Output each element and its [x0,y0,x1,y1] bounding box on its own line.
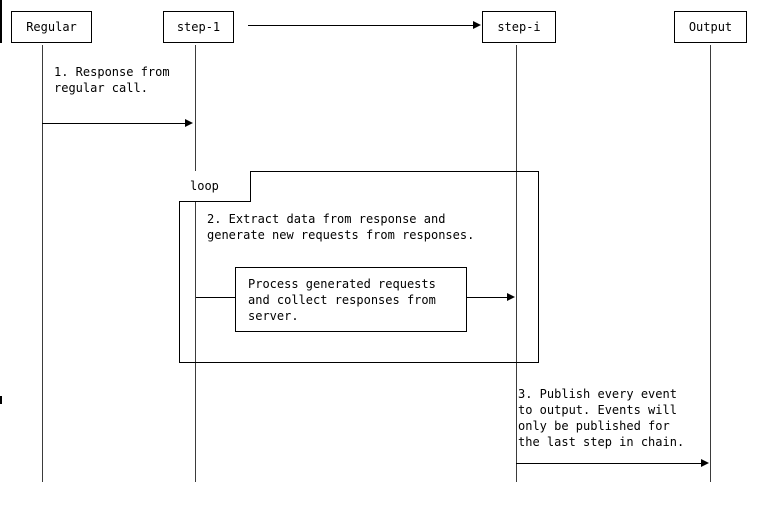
message-response-from-regular-line [42,123,186,124]
message-process-requests-arrowhead [507,293,515,301]
page-edge-top [0,0,2,43]
message-extract-data-label: 2. Extract data from response and genera… [207,212,475,242]
lifeline-output [710,45,711,482]
message-process-requests-label: Process generated requests and collect r… [248,277,436,323]
message-publish-events-label: 3. Publish every event to output. Events… [518,387,685,449]
participant-regular[interactable]: Regular [11,11,92,43]
loop-fragment-frame [179,171,539,363]
message-response-from-regular-label: 1. Response from regular call. [54,65,170,95]
loop-fragment-tab: loop [179,171,251,202]
participant-step-i[interactable]: step-i [482,11,556,43]
lifeline-step-1 [195,45,196,482]
message-response-from-regular-arrowhead [185,119,193,127]
participant-regular-label: Regular [26,20,77,34]
lifeline-regular [42,45,43,482]
page-edge-middle [0,396,2,404]
message-publish-events-line [516,463,702,464]
message-process-requests-note: Process generated requests and collect r… [235,267,467,332]
lifeline-step-i [516,45,517,482]
participant-output[interactable]: Output [674,11,747,43]
message-chain-link-arrowhead [473,21,481,29]
message-process-requests-line-left [196,297,236,298]
message-publish-events-arrowhead [701,459,709,467]
message-chain-link-line [248,25,474,26]
loop-fragment-label: loop [190,179,219,193]
participant-output-label: Output [688,20,733,34]
participant-step-i-label: step-i [497,20,541,34]
message-process-requests-line-right [467,297,509,298]
participant-step-1[interactable]: step-1 [163,11,234,43]
participant-step-1-label: step-1 [176,20,221,34]
